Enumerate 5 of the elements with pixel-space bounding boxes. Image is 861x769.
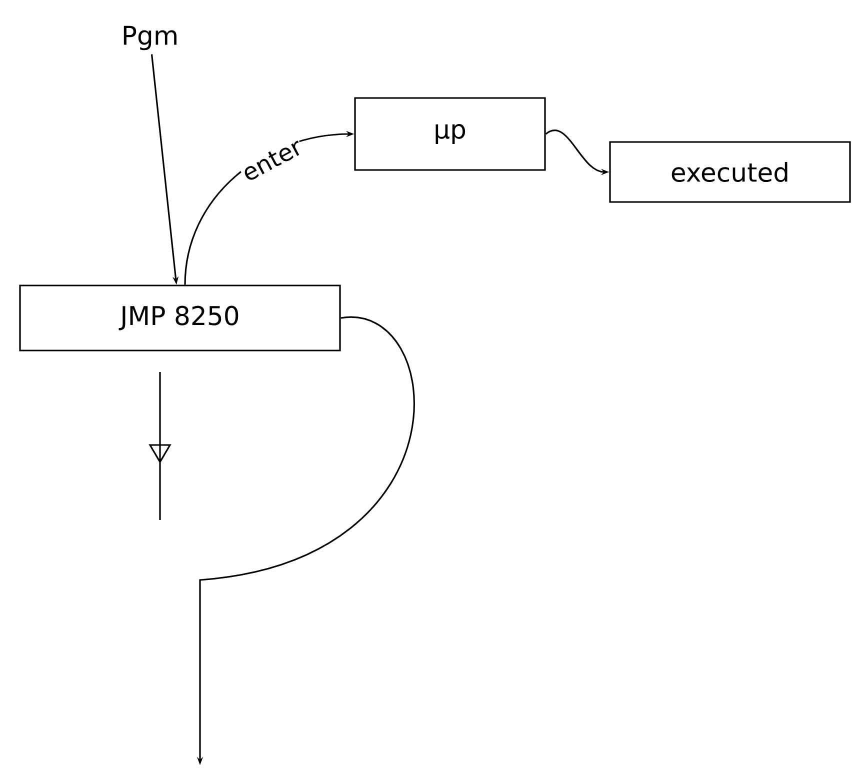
- result-box: executed: [609, 141, 851, 203]
- instruction-box: JMP 8250: [19, 284, 341, 352]
- program-label: Pgm: [124, 26, 176, 50]
- processor-box: μp: [354, 97, 546, 171]
- edge-label: enter: [238, 136, 306, 184]
